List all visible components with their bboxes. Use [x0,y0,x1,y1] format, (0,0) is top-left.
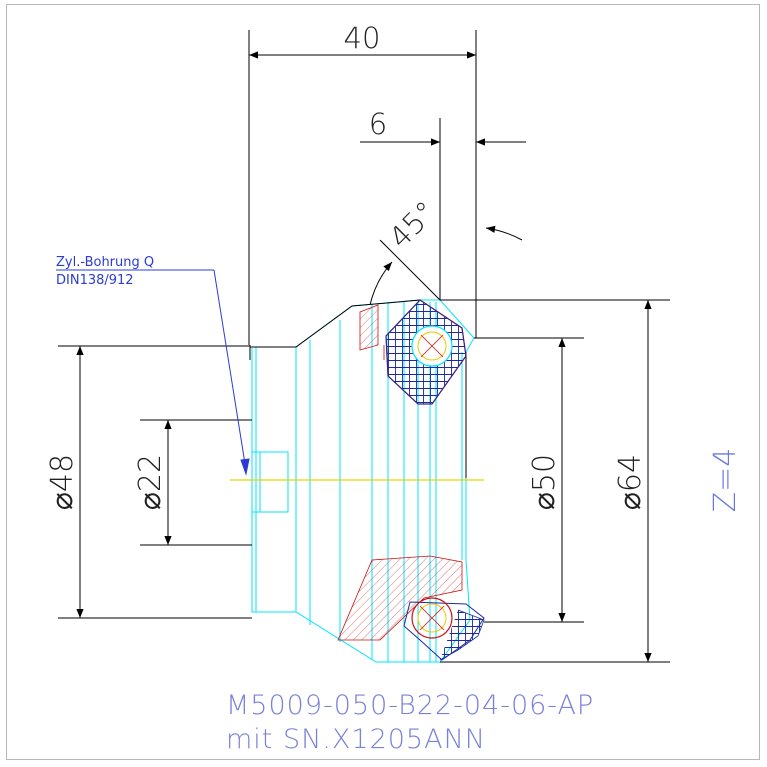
teeth-count-label: Z=4 [708,448,743,513]
note-leader [56,269,250,476]
tool-outline [249,299,467,478]
dimension-lines [58,30,670,663]
dim-dia50-label: ⌀50 [527,454,562,510]
dim-chamfer-label: 6 [369,107,387,141]
title-line-1: M5009-050-B22-04-06-AP [226,690,594,721]
insert-bottom [403,597,485,661]
dim-dia22-label: ⌀22 [133,454,168,510]
note-line-2: DIN138/912 [56,273,134,288]
insert-top [385,299,467,405]
cutting-zone [337,304,463,641]
drawing-frame [6,4,760,760]
dim-width-label: 40 [344,21,381,55]
dim-dia64-label: ⌀64 [613,454,648,510]
note-line-1: Zyl.-Bohrung Q [56,255,154,270]
dim-dia48-label: ⌀48 [45,454,80,510]
title-line-2: mit SN.X1205ANN [226,724,486,755]
dim-angle-label: 45° [382,194,442,254]
